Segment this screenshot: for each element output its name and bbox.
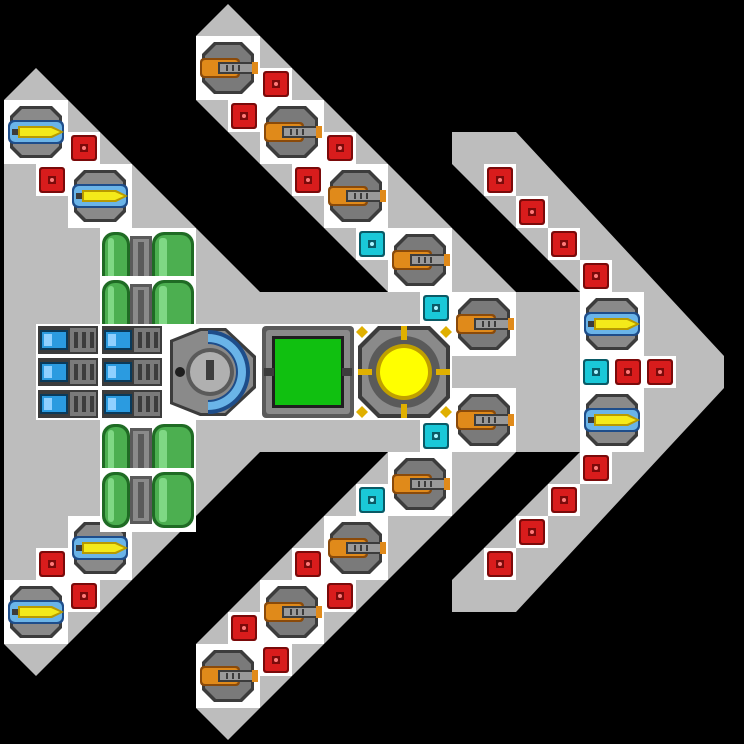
cannon-turret-icon[interactable] <box>452 292 516 356</box>
battery-cell-icon[interactable] <box>36 356 100 388</box>
shield-block-icon[interactable] <box>420 292 452 324</box>
cannon-turret-icon[interactable] <box>324 164 388 228</box>
armor-block-icon[interactable] <box>580 452 612 484</box>
cannon-turret-icon[interactable] <box>260 580 324 644</box>
cannon-turret-icon[interactable] <box>388 228 452 292</box>
armor-block-icon[interactable] <box>228 100 260 132</box>
armor-block-icon[interactable] <box>324 132 356 164</box>
reactor-core-icon[interactable] <box>356 326 452 418</box>
battery-cell-icon[interactable] <box>36 324 100 356</box>
cannon-turret-icon[interactable] <box>196 644 260 708</box>
missile-launcher-icon[interactable] <box>580 388 644 452</box>
armor-block-icon[interactable] <box>484 548 516 580</box>
armor-block-icon[interactable] <box>644 356 676 388</box>
control-panel-icon[interactable] <box>262 326 354 418</box>
cannon-turret-icon[interactable] <box>196 36 260 100</box>
armor-block-icon[interactable] <box>68 580 100 612</box>
armor-block-icon[interactable] <box>516 516 548 548</box>
battery-cell-icon[interactable] <box>100 324 164 356</box>
armor-block-icon[interactable] <box>68 132 100 164</box>
cockpit-icon[interactable] <box>164 324 260 420</box>
missile-launcher-icon[interactable] <box>4 100 68 164</box>
armor-block-icon[interactable] <box>36 548 68 580</box>
armor-block-icon[interactable] <box>548 484 580 516</box>
armor-block-icon[interactable] <box>36 164 68 196</box>
armor-block-icon[interactable] <box>580 260 612 292</box>
shield-block-icon[interactable] <box>356 484 388 516</box>
missile-launcher-icon[interactable] <box>4 580 68 644</box>
armor-block-icon[interactable] <box>260 68 292 100</box>
shield-block-icon[interactable] <box>420 420 452 452</box>
armor-block-icon[interactable] <box>292 548 324 580</box>
armor-block-icon[interactable] <box>324 580 356 612</box>
shield-block-icon[interactable] <box>356 228 388 260</box>
missile-launcher-icon[interactable] <box>68 164 132 228</box>
battery-cell-icon[interactable] <box>100 388 164 420</box>
cannon-turret-icon[interactable] <box>452 388 516 452</box>
battery-cell-icon[interactable] <box>100 356 164 388</box>
cannon-turret-icon[interactable] <box>324 516 388 580</box>
fuel-tank-icon[interactable] <box>100 468 196 532</box>
armor-block-icon[interactable] <box>484 164 516 196</box>
armor-block-icon[interactable] <box>260 644 292 676</box>
cannon-turret-icon[interactable] <box>388 452 452 516</box>
armor-block-icon[interactable] <box>612 356 644 388</box>
battery-cells[interactable] <box>36 324 164 420</box>
shield-block-icon[interactable] <box>580 356 612 388</box>
cannon-turret-icon[interactable] <box>260 100 324 164</box>
armor-block-icon[interactable] <box>228 612 260 644</box>
missile-launcher-icon[interactable] <box>580 292 644 356</box>
battery-cell-icon[interactable] <box>36 388 100 420</box>
armor-block-icon[interactable] <box>516 196 548 228</box>
armor-block-icon[interactable] <box>292 164 324 196</box>
armor-block-icon[interactable] <box>548 228 580 260</box>
